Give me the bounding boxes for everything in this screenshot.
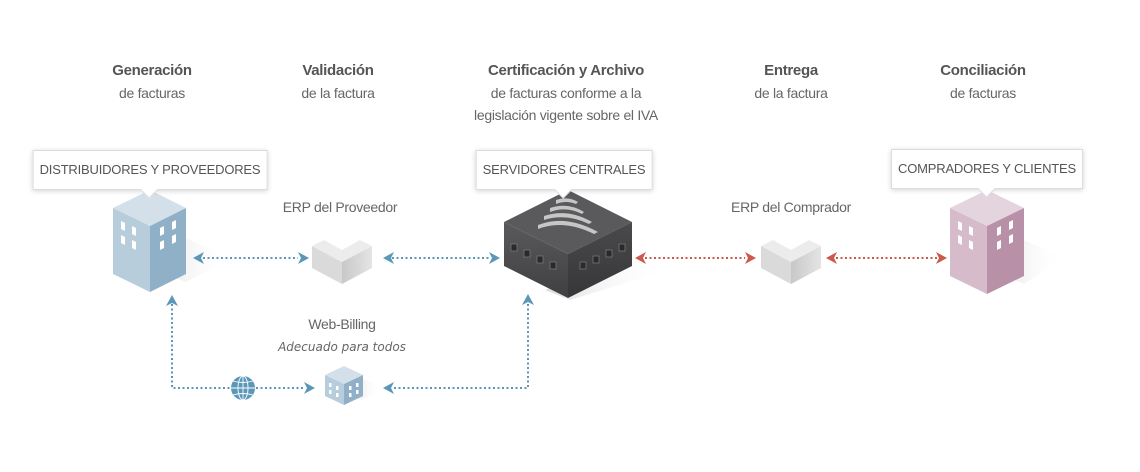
- arrow-head-icon: [383, 252, 394, 264]
- stage-subtitle: de la factura: [301, 85, 375, 101]
- arrow-head-icon: [522, 294, 534, 305]
- erp-buyer-label: ERP del Comprador: [731, 199, 851, 215]
- arrow-head-icon: [304, 382, 315, 394]
- stage-subtitle: de la factura: [754, 85, 828, 101]
- web-billing-subtitle: Adecuado para todos: [278, 340, 406, 354]
- arrow-head-icon: [383, 382, 394, 394]
- arrow-head-icon: [936, 252, 947, 264]
- stage-delivery: Entrega de la factura: [754, 60, 827, 104]
- web-billing-label: Web-Billing: [308, 316, 376, 332]
- arrow-head-icon: [826, 252, 837, 264]
- arrow-head-icon: [166, 295, 178, 306]
- stage-title: Generación: [112, 62, 192, 79]
- arrow-head-icon: [489, 252, 500, 264]
- buyer-building-icon: [950, 190, 1064, 294]
- stage-generation: Generación de facturas: [112, 60, 192, 104]
- supplier-building-icon: [113, 190, 230, 292]
- arrow-head-icon: [193, 252, 204, 264]
- stage-title: Entrega: [764, 62, 818, 79]
- erp-buyer-icon: [761, 240, 821, 284]
- flow-webbilling-server: [394, 304, 529, 389]
- flow-supplier-webbilling: [171, 304, 230, 389]
- arrow-head-icon: [745, 252, 756, 264]
- arrow-head-icon: [298, 252, 309, 264]
- suppliers-callout: DISTRIBUIDORES Y PROVEEDORES: [32, 150, 268, 190]
- erp-supplier-icon: [312, 240, 372, 284]
- stage-title: Conciliación: [940, 62, 1026, 79]
- stage-subtitle: de facturas: [119, 85, 185, 101]
- stage-title: Validación: [302, 62, 374, 79]
- erp-supplier-label: ERP del Proveedor: [282, 199, 398, 215]
- web-billing-building-icon: [325, 366, 382, 405]
- central-servers-icon: [504, 190, 668, 300]
- buyers-callout: COMPRADORES Y CLIENTES: [891, 149, 1083, 189]
- stage-reconciliation: Conciliación de facturas: [940, 60, 1026, 104]
- stage-title: Certificación y Archivo: [488, 62, 644, 79]
- stage-certification: Certificación y Archivo de facturas conf…: [474, 60, 658, 126]
- stage-subtitle: legislación vigente sobre el IVA: [474, 107, 658, 123]
- globe-icon: [231, 375, 255, 401]
- stage-validation: Validación de la factura: [301, 60, 374, 104]
- stage-subtitle: de facturas: [950, 85, 1016, 101]
- arrow-head-icon: [635, 252, 646, 264]
- servers-callout: SERVIDORES CENTRALES: [475, 150, 653, 190]
- stage-subtitle: de facturas conforme a la: [490, 85, 642, 101]
